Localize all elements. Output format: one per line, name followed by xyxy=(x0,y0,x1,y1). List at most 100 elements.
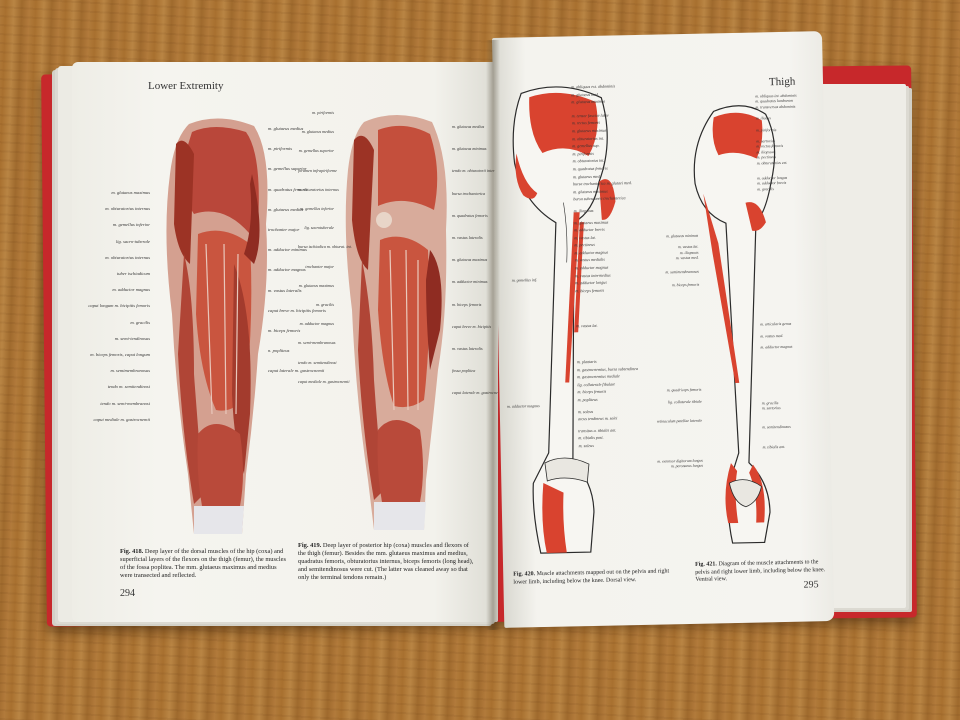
page-number-left: 294 xyxy=(120,588,135,599)
label: m. piriformis xyxy=(312,110,334,115)
fig-418-illustration xyxy=(166,118,268,534)
label: m. semimembranosus xyxy=(110,368,150,374)
label: m. obturatorius internus xyxy=(298,186,339,192)
fig-421-labels-left: m. glutaeus minimus m. vastus lat. m. il… xyxy=(636,234,703,471)
label: m. adductor minimus xyxy=(268,247,307,253)
label: m. glutaeus minimus xyxy=(666,233,699,239)
label: m. quadriceps femoris xyxy=(666,388,702,393)
label: m. semimembranosus xyxy=(665,269,699,275)
label: m. quadratus femoris xyxy=(268,186,308,192)
label: m. vastus med. xyxy=(675,255,699,261)
label: m. glutaeus medius xyxy=(268,126,304,131)
label: m. vastus lateralis xyxy=(452,235,483,241)
label: m. iliacus xyxy=(755,116,771,121)
label: m. obturatorius internus xyxy=(105,254,150,260)
label: bursa trochanterica xyxy=(452,190,486,196)
label: m. glutaeus minimus xyxy=(452,146,487,152)
fig-420-labels-left: m. gemellus inf. m. adductor magnus xyxy=(497,277,540,410)
label: m. tibialis ant. xyxy=(762,444,786,450)
label: m. adductor minimus xyxy=(452,279,488,285)
label: m. adductor magnus xyxy=(760,344,793,350)
label: tendo m. obturatorii interni xyxy=(452,168,498,174)
running-head-left: Lower Extremity xyxy=(148,80,224,92)
label: m. adductor magnus xyxy=(299,321,334,327)
label: bursa ischiadica m. obturat. int. xyxy=(298,244,352,250)
label: trochanter major xyxy=(268,227,300,233)
label: m. piriformis xyxy=(572,150,594,157)
label: m. obliquus ext. abdominis xyxy=(570,83,616,90)
label: tuber ischiadicum xyxy=(116,271,150,277)
label: tendo m. semitendinosi xyxy=(298,359,337,365)
label: bursa trochanterica m. glutaei med. xyxy=(573,180,632,187)
running-head-right: Thigh xyxy=(768,75,796,89)
label: m. glutaeus minimus xyxy=(571,98,606,105)
label: caput mediale m. gastrocnemii xyxy=(93,416,150,422)
label: m. adductor brevis xyxy=(573,226,605,233)
label: m. quadratus femoris xyxy=(572,165,608,172)
fig-420-caption: Fig. 420. Muscle attachments mapped out … xyxy=(513,568,683,587)
label: m. glutaeus med. xyxy=(572,173,601,179)
label: m. sartorius xyxy=(761,405,781,411)
label: m. semitendinosus xyxy=(762,425,791,430)
fig-420-caption-number: Fig. 420. xyxy=(513,571,536,578)
left-page: Lower Extremity m. glutaeus maximus m. o… xyxy=(72,62,498,622)
label: m. adductor magnus xyxy=(268,267,306,273)
fig-419-caption: Fig. 419. Deep layer of posterior hip (c… xyxy=(298,542,478,582)
fig-421-caption-number: Fig. 421. xyxy=(695,561,717,568)
label: m. vastus lateralis xyxy=(268,287,302,293)
fig-418-caption-text: Deep layer of the dorsal muscles of the … xyxy=(120,548,286,579)
right-page: Thigh m. obliquus ext. abdominis m. glut… xyxy=(492,31,835,628)
page-number-right: 295 xyxy=(803,579,819,591)
label: m. glutaeus maximus xyxy=(573,219,609,225)
label: n. popliteus xyxy=(268,348,290,354)
label: m. gemellus inferior xyxy=(112,222,150,228)
label: retinaculum patellae laterale xyxy=(656,418,703,424)
fig-418-labels-left: m. glutaeus maximus m. obturatorius inte… xyxy=(86,190,150,423)
label: caput breve m. bicipitis xyxy=(452,323,492,329)
label: m. obturatorius int. xyxy=(572,135,605,141)
label: lig. sacro-tuberale xyxy=(115,238,150,244)
label: m. biceps femoris xyxy=(268,328,301,334)
label: m. vastus med. xyxy=(760,333,784,339)
label: m. iliopsoas xyxy=(573,207,594,214)
label: m. adductor magnus xyxy=(112,287,150,293)
label: m. gemellus inf. xyxy=(511,277,538,283)
label: caput mediale m. gastrocnemii xyxy=(298,378,350,384)
label: m. gemellus superior xyxy=(268,166,307,172)
label: m. piriformis xyxy=(755,127,777,133)
fig-420-caption-text: Muscle attachments mapped out on the pel… xyxy=(513,568,670,586)
fig-419-labels-left: m. piriformis m. glutaeus medius m. geme… xyxy=(298,110,352,385)
label: m. glutaeus maximus xyxy=(452,257,488,263)
label: m. obturatorius ext. xyxy=(756,160,788,166)
label: m. glutaeus medius xyxy=(268,206,304,212)
label: caput laterale m. gastrocnemii xyxy=(452,390,498,396)
label: m. quadratus femoris xyxy=(452,212,488,218)
fig-419-caption-number: Fig. 419. xyxy=(298,542,322,549)
label: m. glutaeus maximus xyxy=(111,190,150,195)
fig-420-illustration xyxy=(512,86,616,554)
label: m. glutaeus maximus xyxy=(298,282,334,288)
fig-421-labels-right: m. obliquus int. abdominis m. quadratus … xyxy=(755,93,828,450)
label: m. adductor magnus xyxy=(506,403,540,409)
label: m. glutaeus med. xyxy=(571,91,599,97)
label: tendo m. semitendinosi xyxy=(107,384,150,390)
label: m. articularis genus xyxy=(760,322,792,327)
label: m. tensor fasciae latae xyxy=(571,112,609,119)
fig-418-caption-number: Fig. 418. xyxy=(120,548,144,555)
fig-419-labels-right: m. glutaeus medius m. glutaeus minimus t… xyxy=(452,124,498,397)
label: m. obturatorius int. xyxy=(572,158,605,164)
label: m. piriformis xyxy=(268,146,292,152)
fig-418-caption: Fig. 418. Deep layer of the dorsal muscl… xyxy=(120,548,290,580)
label: m. transversus abdominis xyxy=(755,104,796,110)
label: m. glutaeus maximus xyxy=(571,127,607,134)
label: foramen infrapiriforme xyxy=(298,167,337,173)
label: caput breve m. bicipitis femoris xyxy=(268,307,326,313)
label: m. gemellus inferior xyxy=(300,206,334,212)
label: caput laterale m. gastrocnemii xyxy=(268,368,325,374)
label: m. semi-tendinosus xyxy=(114,335,150,341)
label: m. gemellus superior xyxy=(298,148,334,154)
book-gutter xyxy=(486,40,500,630)
label: bursa subcutanea trochanterica xyxy=(573,195,626,202)
label: m. gemellus sup. xyxy=(572,142,600,149)
label: tendo m. semi-membranosi xyxy=(100,400,150,406)
